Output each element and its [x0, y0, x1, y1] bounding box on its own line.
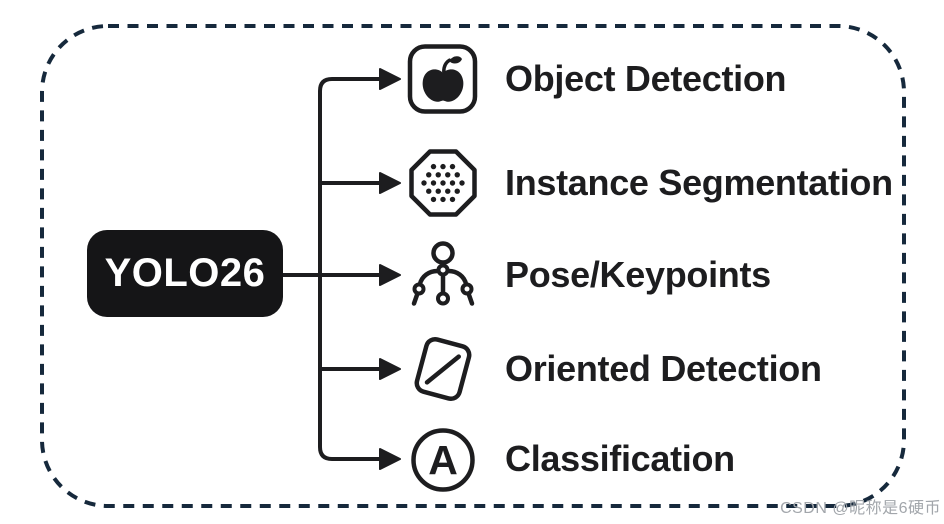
watermark: CSDN @昵称是6硬币 [780, 500, 941, 517]
dotted-octagon-icon [406, 147, 480, 219]
letter-a-circle-icon: A [406, 423, 480, 495]
arrowhead-icon [379, 172, 401, 194]
classification-letter: A [428, 437, 458, 483]
task-label: Classification [505, 438, 735, 479]
task-label: Pose/Keypoints [505, 254, 771, 295]
arrowhead-icon [379, 358, 401, 380]
yolo26-label: YOLO26 [104, 251, 266, 295]
yolo26-node: YOLO26 [87, 230, 283, 317]
arrowhead-icon [379, 264, 401, 286]
arrowhead-icon [379, 68, 401, 90]
pose-skeleton-icon [406, 239, 480, 311]
branch-classification [318, 273, 383, 461]
apple-icon [406, 43, 480, 115]
task-label: Instance Segmentation [505, 162, 893, 203]
arrowhead-icon [379, 448, 401, 470]
task-row-instance-segmentation: Instance Segmentation [406, 147, 893, 219]
task-row-oriented-detection: Oriented Detection [406, 333, 822, 405]
task-row-pose-keypoints: Pose/Keypoints [406, 239, 771, 311]
task-row-object-detection: Object Detection [406, 43, 787, 115]
task-label: Oriented Detection [505, 348, 822, 389]
task-row-classification: A Classification [406, 423, 735, 495]
branch-object-detection [318, 77, 383, 277]
rotated-box-icon [406, 333, 480, 405]
task-label: Object Detection [505, 58, 787, 99]
